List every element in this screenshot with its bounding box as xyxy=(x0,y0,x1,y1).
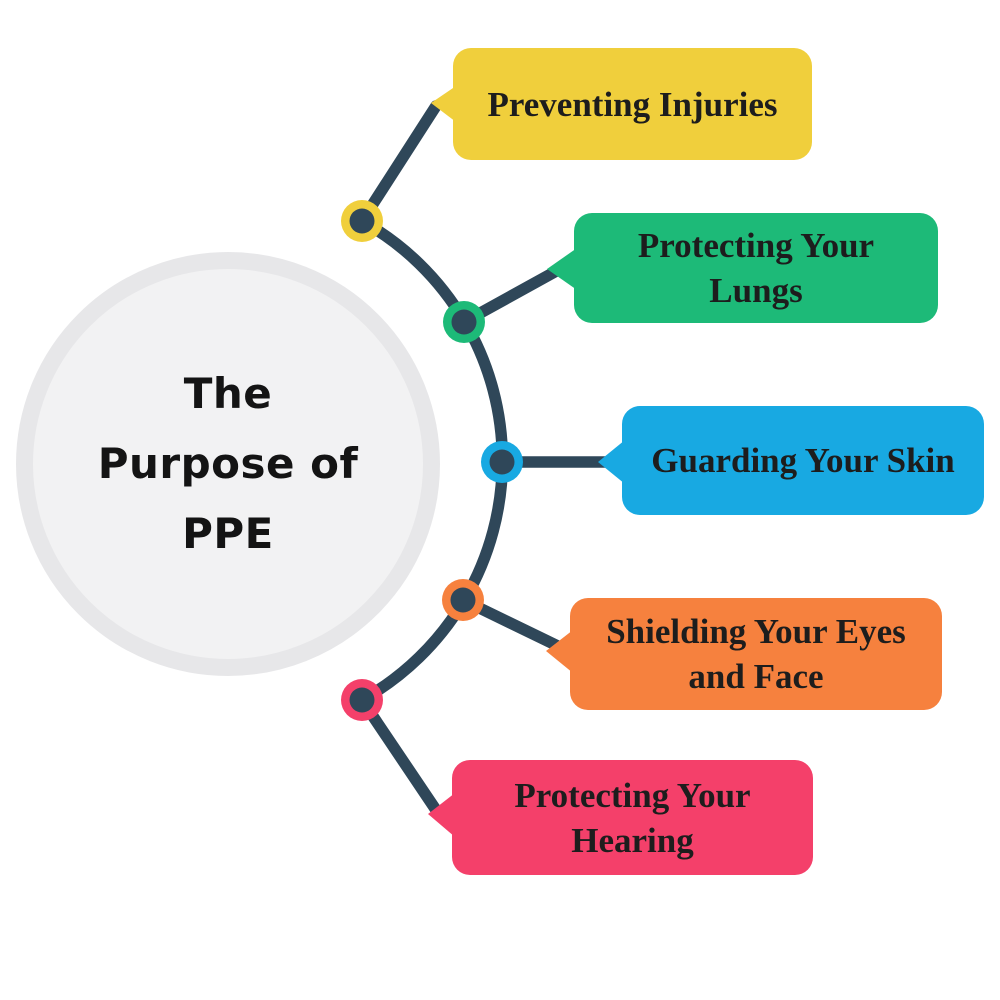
title-line-3: PPE xyxy=(182,509,274,558)
node-core-orange xyxy=(450,587,476,613)
title-line-2: Purpose of xyxy=(97,439,359,488)
page-title: The Purpose of PPE xyxy=(98,359,359,569)
callout-label: Hearing xyxy=(571,820,694,860)
node-dot-guarding-your-skin xyxy=(481,441,523,483)
callout-tail-protecting-your-hearing xyxy=(428,793,455,837)
callout-tail-protecting-your-lungs xyxy=(547,248,577,290)
node-core-green xyxy=(451,309,477,335)
callout-label: Guarding Your Skin xyxy=(651,441,955,480)
callout-label: Preventing Injuries xyxy=(487,84,778,124)
node-core-yellow xyxy=(349,208,375,234)
callout-guarding-your-skin: Guarding Your Skin xyxy=(622,406,984,515)
node-dot-preventing-injuries xyxy=(341,200,383,242)
callout-label: Protecting Your xyxy=(514,775,751,815)
callout-tail-guarding-your-skin xyxy=(598,440,625,484)
callout-label: Shielding Your Eyes xyxy=(606,612,906,651)
branch-line-preventing-injuries xyxy=(356,100,442,227)
callout-shielding-your-eyes-and-face: Shielding Your Eyes and Face xyxy=(570,598,942,710)
node-core-pink xyxy=(349,687,375,713)
branch-line-protecting-your-hearing xyxy=(356,694,442,816)
callout-preventing-injuries: Preventing Injuries xyxy=(453,48,812,160)
node-core-blue xyxy=(489,449,515,475)
callout-label: and Face xyxy=(688,657,824,696)
central-circle: The Purpose of PPE xyxy=(16,252,440,676)
node-dot-shielding-your-eyes-and-face xyxy=(442,579,484,621)
callout-protecting-your-lungs: Protecting Your Lungs xyxy=(574,213,938,323)
callout-protecting-your-hearing: Protecting Your Hearing xyxy=(452,760,813,875)
node-dot-protecting-your-hearing xyxy=(341,679,383,721)
callout-label: Lungs xyxy=(709,271,803,310)
callout-tail-shielding-your-eyes-and-face xyxy=(546,630,573,673)
callout-label: Protecting Your xyxy=(637,226,875,265)
node-dot-protecting-your-lungs xyxy=(443,301,485,343)
callout-tail-preventing-injuries xyxy=(431,86,456,122)
title-line-1: The xyxy=(183,369,273,418)
